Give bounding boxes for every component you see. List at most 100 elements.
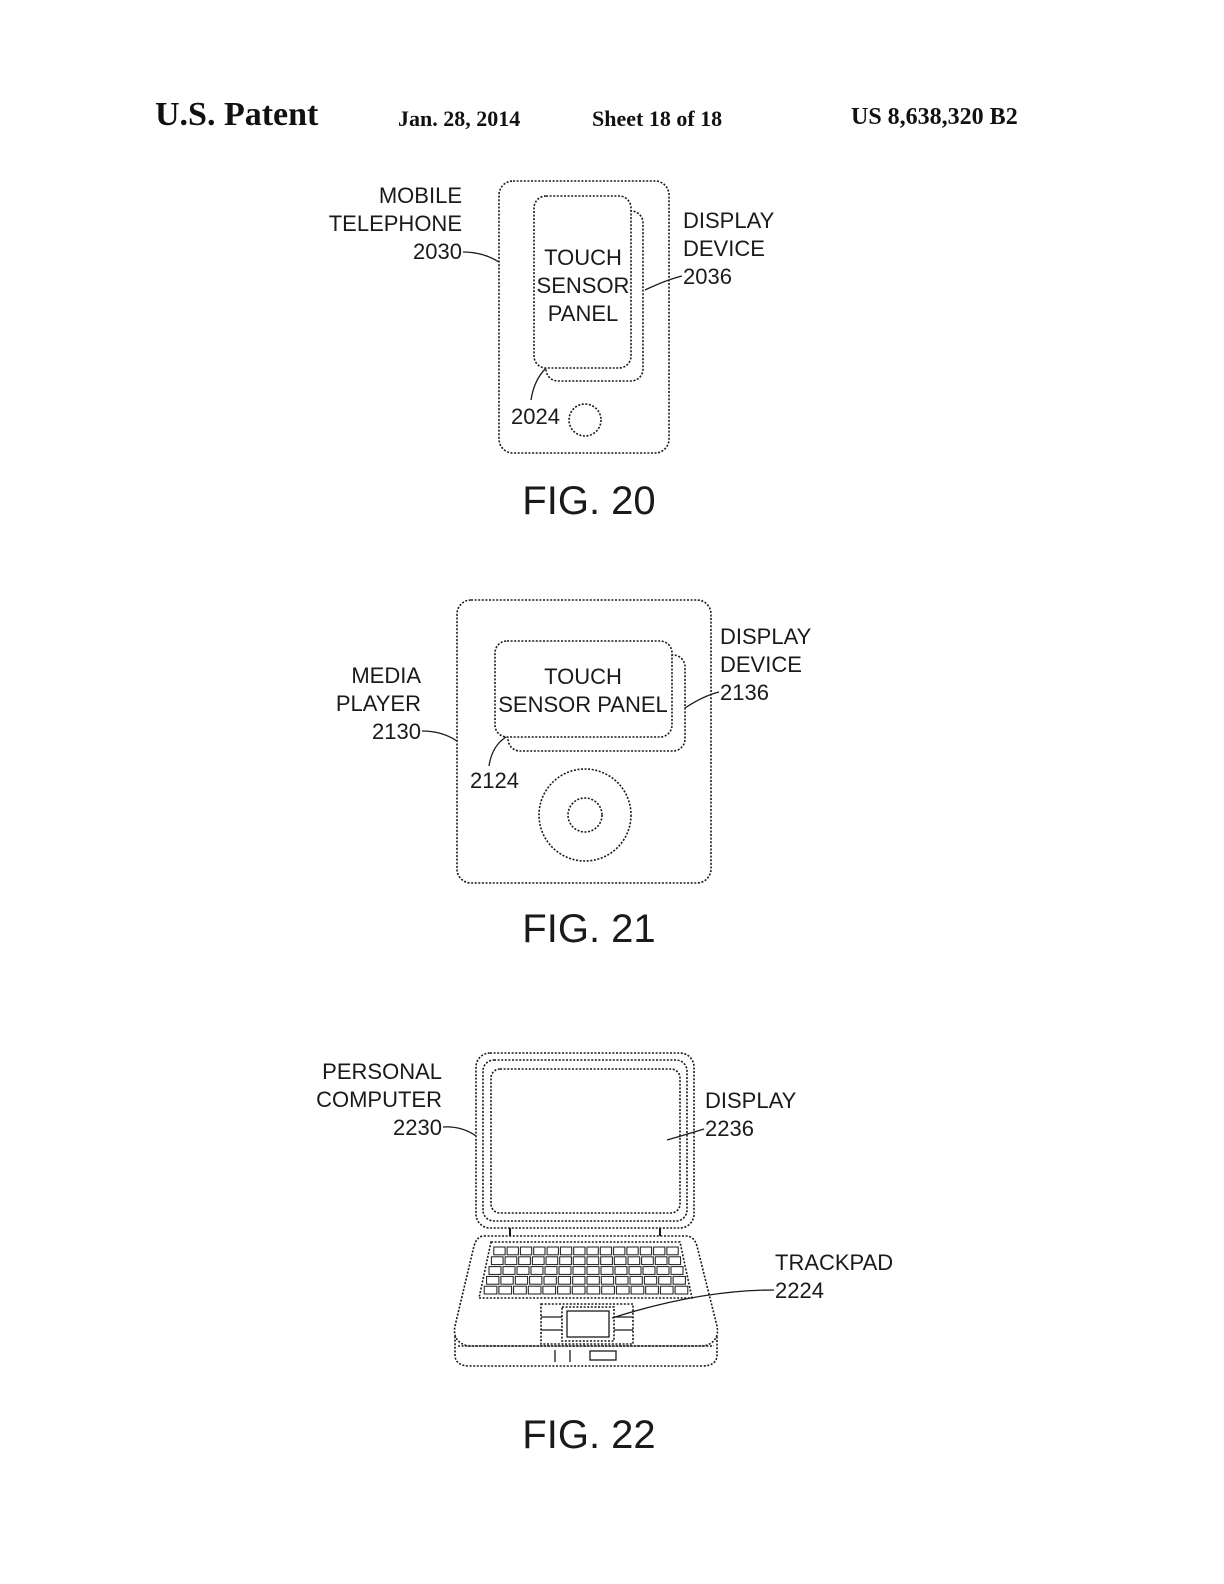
keyboard-key bbox=[557, 1285, 571, 1295]
keyboard-key bbox=[601, 1285, 615, 1295]
keyboard-key bbox=[545, 1256, 559, 1266]
keyboard-key bbox=[586, 1256, 600, 1266]
keyboard-key bbox=[483, 1285, 498, 1295]
keyboard-key bbox=[600, 1266, 614, 1275]
fig21-device-label-1: MEDIA bbox=[351, 663, 421, 688]
keyboard-key bbox=[516, 1266, 530, 1275]
fig20-device-leader bbox=[462, 251, 500, 263]
keyboard-key bbox=[486, 1275, 500, 1285]
keyboard-key bbox=[672, 1275, 686, 1285]
fig21-panel-ref: 2124 bbox=[470, 768, 519, 793]
keyboard-key bbox=[533, 1246, 546, 1256]
fig22-device-ref: 2230 bbox=[393, 1115, 442, 1140]
keyboard-key bbox=[543, 1275, 557, 1285]
fig22-trackpad-label: TRACKPAD bbox=[775, 1250, 893, 1275]
front-latch bbox=[589, 1350, 617, 1361]
keyboard-key bbox=[557, 1275, 572, 1285]
keyboard-key bbox=[599, 1246, 613, 1256]
fig20-panel-text-1: TOUCH bbox=[544, 245, 622, 270]
fig20-panel-ref: 2024 bbox=[511, 404, 560, 429]
fig22-device-label-2: COMPUTER bbox=[316, 1087, 442, 1112]
keyboard-key bbox=[642, 1266, 656, 1275]
keyboard-key bbox=[645, 1285, 659, 1295]
keyboard-key bbox=[666, 1246, 679, 1256]
display-2236 bbox=[490, 1068, 681, 1214]
keyboard-key bbox=[586, 1246, 599, 1256]
keyboard-keys bbox=[483, 1246, 689, 1295]
keyboard-key bbox=[559, 1246, 573, 1256]
fig20-display-label-2: DEVICE bbox=[683, 236, 765, 261]
fig21-display-label-2: DEVICE bbox=[720, 652, 802, 677]
keyboard-key bbox=[493, 1246, 506, 1256]
fig20-display-leader bbox=[644, 275, 683, 291]
keyboard-key bbox=[626, 1246, 639, 1256]
keyboard-key bbox=[627, 1256, 641, 1266]
keyboard-key bbox=[586, 1285, 601, 1295]
fig20-device-ref: 2030 bbox=[413, 239, 462, 264]
keyboard-key bbox=[498, 1285, 513, 1295]
fig21-panel-leader bbox=[488, 736, 507, 767]
fig20-panel-text-2: SENSOR bbox=[537, 273, 630, 298]
keyboard-key bbox=[614, 1266, 628, 1275]
trackpad-surface bbox=[566, 1310, 610, 1338]
keyboard-key bbox=[488, 1266, 502, 1275]
keyboard-key bbox=[514, 1275, 529, 1285]
patent-title: U.S. Patent bbox=[155, 96, 319, 133]
fig21-media-player: TOUCH SENSOR PANEL MEDIA PLAYER 2130 DIS… bbox=[336, 599, 812, 951]
fig22-personal-computer: PERSONAL COMPUTER 2230 DISPLAY 2236 TRAC… bbox=[316, 1052, 893, 1457]
keyboard-key bbox=[573, 1246, 586, 1256]
fig22-device-leader bbox=[442, 1126, 477, 1137]
media-player-body bbox=[456, 599, 712, 884]
keyboard-key bbox=[670, 1266, 684, 1275]
keyboard-key bbox=[615, 1275, 629, 1285]
patent-date: Jan. 28, 2014 bbox=[398, 106, 521, 131]
keyboard-key bbox=[544, 1266, 558, 1275]
keyboard-key bbox=[639, 1246, 653, 1256]
keyboard-key bbox=[674, 1285, 689, 1295]
keyboard-key bbox=[506, 1246, 519, 1256]
fig22-caption: FIG. 22 bbox=[522, 1413, 655, 1457]
fig22-device-label-1: PERSONAL bbox=[322, 1059, 442, 1084]
keyboard-key bbox=[513, 1285, 527, 1295]
fig20-caption: FIG. 20 bbox=[522, 479, 655, 523]
laptop-base-front bbox=[454, 1336, 718, 1367]
keyboard-key bbox=[658, 1275, 672, 1285]
fig20-display-label-1: DISPLAY bbox=[683, 208, 775, 233]
keyboard-key bbox=[628, 1266, 642, 1275]
fig20-panel-text-3: PANEL bbox=[548, 301, 619, 326]
keyboard-key bbox=[668, 1256, 682, 1266]
home-button-icon bbox=[568, 403, 602, 437]
keyboard-key bbox=[559, 1256, 572, 1266]
fig22-trackpad-leader bbox=[611, 1289, 775, 1319]
fig20-panel-leader bbox=[530, 367, 547, 401]
fig22-display-leader bbox=[666, 1128, 705, 1141]
keyboard-key bbox=[586, 1275, 600, 1285]
fig21-caption: FIG. 21 bbox=[522, 907, 655, 951]
keyboard-key bbox=[600, 1256, 613, 1266]
keyboard-key bbox=[531, 1256, 545, 1266]
trackpad-2224 bbox=[561, 1306, 615, 1342]
keyboard-key bbox=[641, 1256, 654, 1266]
palmrest-panel bbox=[540, 1303, 634, 1345]
fig21-panel-text-1: TOUCH bbox=[544, 664, 622, 689]
fig22-trackpad-ref: 2224 bbox=[775, 1278, 824, 1303]
center-button-icon bbox=[567, 797, 603, 833]
sheet-number: Sheet 18 of 18 bbox=[592, 106, 723, 131]
fig21-device-leader bbox=[421, 730, 458, 742]
keyboard-key bbox=[546, 1246, 559, 1256]
keyboard-key bbox=[519, 1246, 533, 1256]
keyboard-key bbox=[500, 1275, 514, 1285]
keyboard-key bbox=[572, 1256, 586, 1266]
keyboard-key bbox=[615, 1285, 630, 1295]
fig21-device-label-2: PLAYER bbox=[336, 691, 421, 716]
fig21-display-label-1: DISPLAY bbox=[720, 624, 812, 649]
fig21-device-ref: 2130 bbox=[372, 719, 421, 744]
fig20-display-ref: 2036 bbox=[683, 264, 732, 289]
keyboard-key bbox=[653, 1246, 666, 1256]
keyboard-key bbox=[529, 1275, 543, 1285]
keyboard-key bbox=[558, 1266, 572, 1275]
keyboard-key bbox=[586, 1266, 600, 1275]
fig21-display-leader bbox=[684, 691, 720, 709]
keyboard-key bbox=[654, 1256, 668, 1266]
